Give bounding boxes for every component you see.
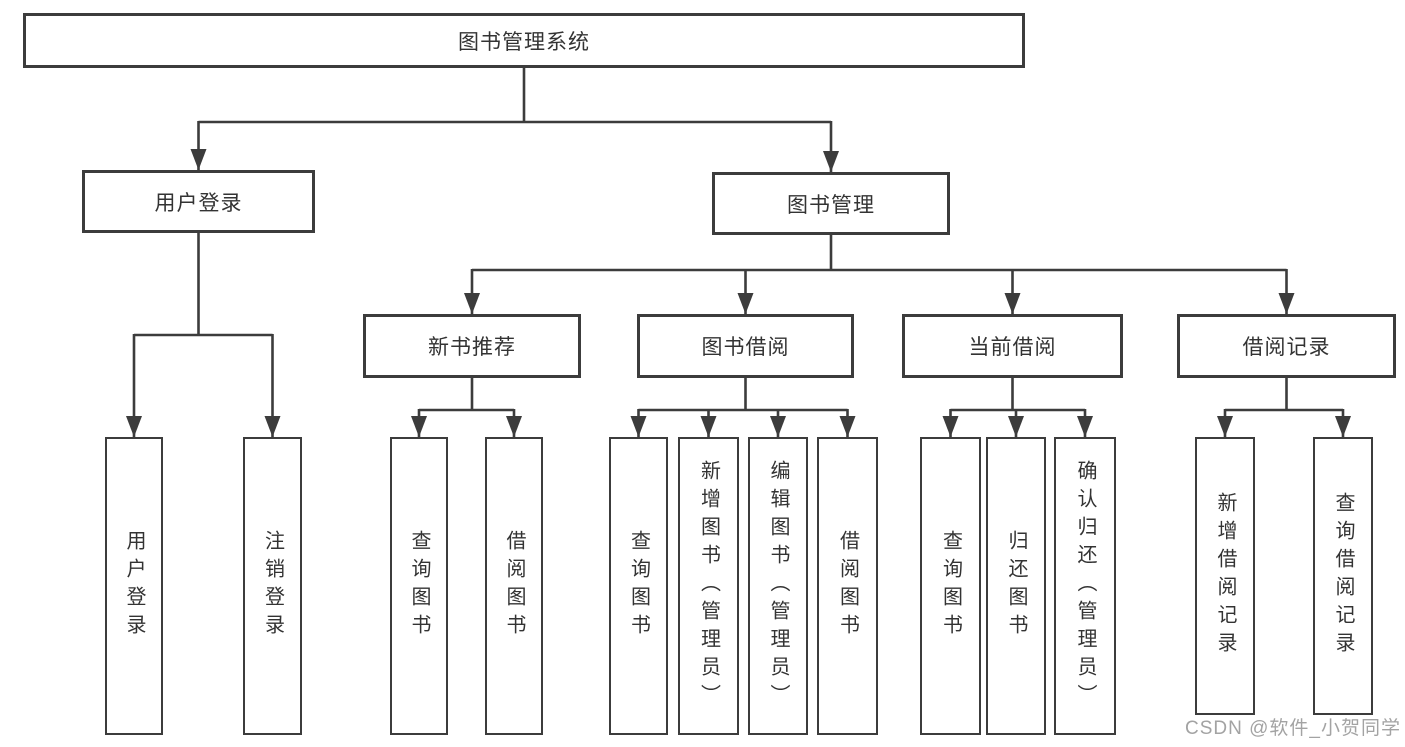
node-borrow-records: 借阅记录 bbox=[1177, 314, 1396, 378]
leaf-edit-book-admin: 编辑图书（管理员） bbox=[748, 437, 808, 735]
leaf-user-login-label: 用户登录 bbox=[123, 530, 145, 642]
node-book-borrow: 图书借阅 bbox=[637, 314, 854, 378]
leaf-borrow-books-2: 借阅图书 bbox=[817, 437, 878, 735]
node-new-book-recommend: 新书推荐 bbox=[363, 314, 581, 378]
leaf-borrow-books-2-label: 借阅图书 bbox=[836, 530, 859, 642]
leaf-query-borrow-record: 查询借阅记录 bbox=[1313, 437, 1373, 715]
leaf-query-books-3-label: 查询图书 bbox=[939, 530, 962, 642]
leaf-confirm-return-admin-label: 确认归还（管理员） bbox=[1074, 460, 1096, 712]
leaf-query-borrow-record-label: 查询借阅记录 bbox=[1332, 492, 1354, 660]
leaf-query-books-1: 查询图书 bbox=[390, 437, 448, 735]
node-user-login: 用户登录 bbox=[82, 170, 315, 233]
leaf-query-books-3: 查询图书 bbox=[920, 437, 981, 735]
leaf-edit-book-admin-label: 编辑图书（管理员） bbox=[767, 460, 789, 712]
node-book-borrow-label: 图书借阅 bbox=[701, 336, 790, 359]
leaf-add-book-admin-label: 新增图书（管理员） bbox=[697, 460, 720, 712]
node-library-system-label: 图书管理系统 bbox=[458, 30, 590, 54]
node-book-management: 图书管理 bbox=[712, 172, 950, 235]
leaf-add-borrow-record-label: 新增借阅记录 bbox=[1214, 492, 1236, 660]
leaf-logout: 注销登录 bbox=[243, 437, 302, 735]
leaf-return-book: 归还图书 bbox=[986, 437, 1046, 735]
node-borrow-records-label: 借阅记录 bbox=[1242, 336, 1331, 359]
leaf-user-login: 用户登录 bbox=[105, 437, 163, 735]
leaf-confirm-return-admin: 确认归还（管理员） bbox=[1054, 437, 1116, 735]
node-new-book-recommend-label: 新书推荐 bbox=[428, 336, 516, 359]
leaf-return-book-label: 归还图书 bbox=[1005, 530, 1027, 642]
leaf-add-book-admin: 新增图书（管理员） bbox=[678, 437, 739, 735]
node-library-system: 图书管理系统 bbox=[23, 13, 1025, 68]
node-user-login-label: 用户登录 bbox=[154, 191, 243, 215]
leaf-query-books-1-label: 查询图书 bbox=[408, 530, 430, 642]
leaf-query-books-2: 查询图书 bbox=[609, 437, 668, 735]
leaf-borrow-books-1: 借阅图书 bbox=[485, 437, 543, 735]
node-book-management-label: 图书管理 bbox=[787, 193, 875, 217]
leaf-logout-label: 注销登录 bbox=[261, 530, 284, 642]
csdn-watermark: CSDN @软件_小贺同学 bbox=[1185, 718, 1401, 739]
node-current-borrow: 当前借阅 bbox=[902, 314, 1123, 378]
node-current-borrow-label: 当前借阅 bbox=[968, 336, 1057, 359]
leaf-query-books-2-label: 查询图书 bbox=[627, 530, 650, 642]
leaf-add-borrow-record: 新增借阅记录 bbox=[1195, 437, 1255, 715]
leaf-borrow-books-1-label: 借阅图书 bbox=[503, 530, 525, 642]
